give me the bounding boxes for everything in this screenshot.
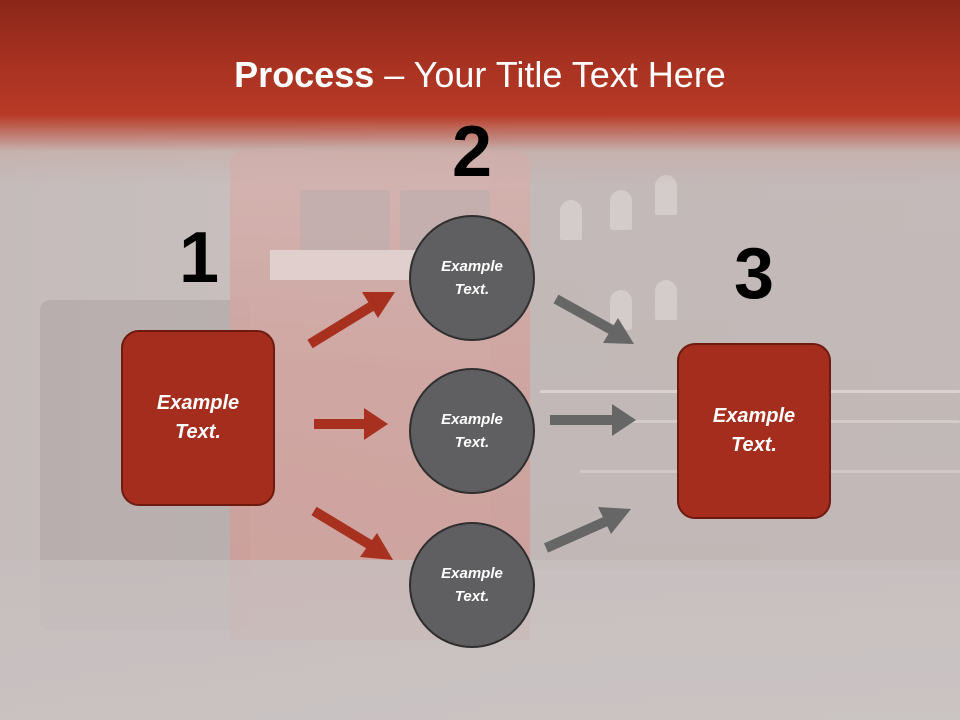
step-number-2: 2 (451, 112, 493, 192)
circle-middle-text: Example Text. (441, 411, 503, 451)
building-window (655, 175, 677, 215)
step-1-text: Example Text. (156, 392, 240, 443)
circle-top-text: Example Text. (441, 258, 503, 298)
title-rest: – Your Title Text Here (374, 54, 726, 95)
step-1-box: Example Text. (121, 330, 275, 506)
step-3-text: Example Text. (712, 405, 796, 456)
title-band (0, 0, 960, 185)
circle-middle: Example Text. (409, 368, 535, 494)
circle-top: Example Text. (409, 215, 535, 341)
step-3-box: Example Text. (677, 343, 831, 519)
building-window (610, 190, 632, 230)
step-number-1: 1 (178, 218, 220, 298)
building-window (655, 280, 677, 320)
title-strong: Process (234, 54, 375, 95)
circle-bottom: Example Text. (409, 522, 535, 648)
building-window (560, 200, 582, 240)
slide-title: Process – Your Title Text Here (0, 50, 960, 100)
step-number-3: 3 (733, 234, 775, 314)
bus-window (300, 190, 390, 250)
circle-bottom-text: Example Text. (441, 565, 503, 605)
